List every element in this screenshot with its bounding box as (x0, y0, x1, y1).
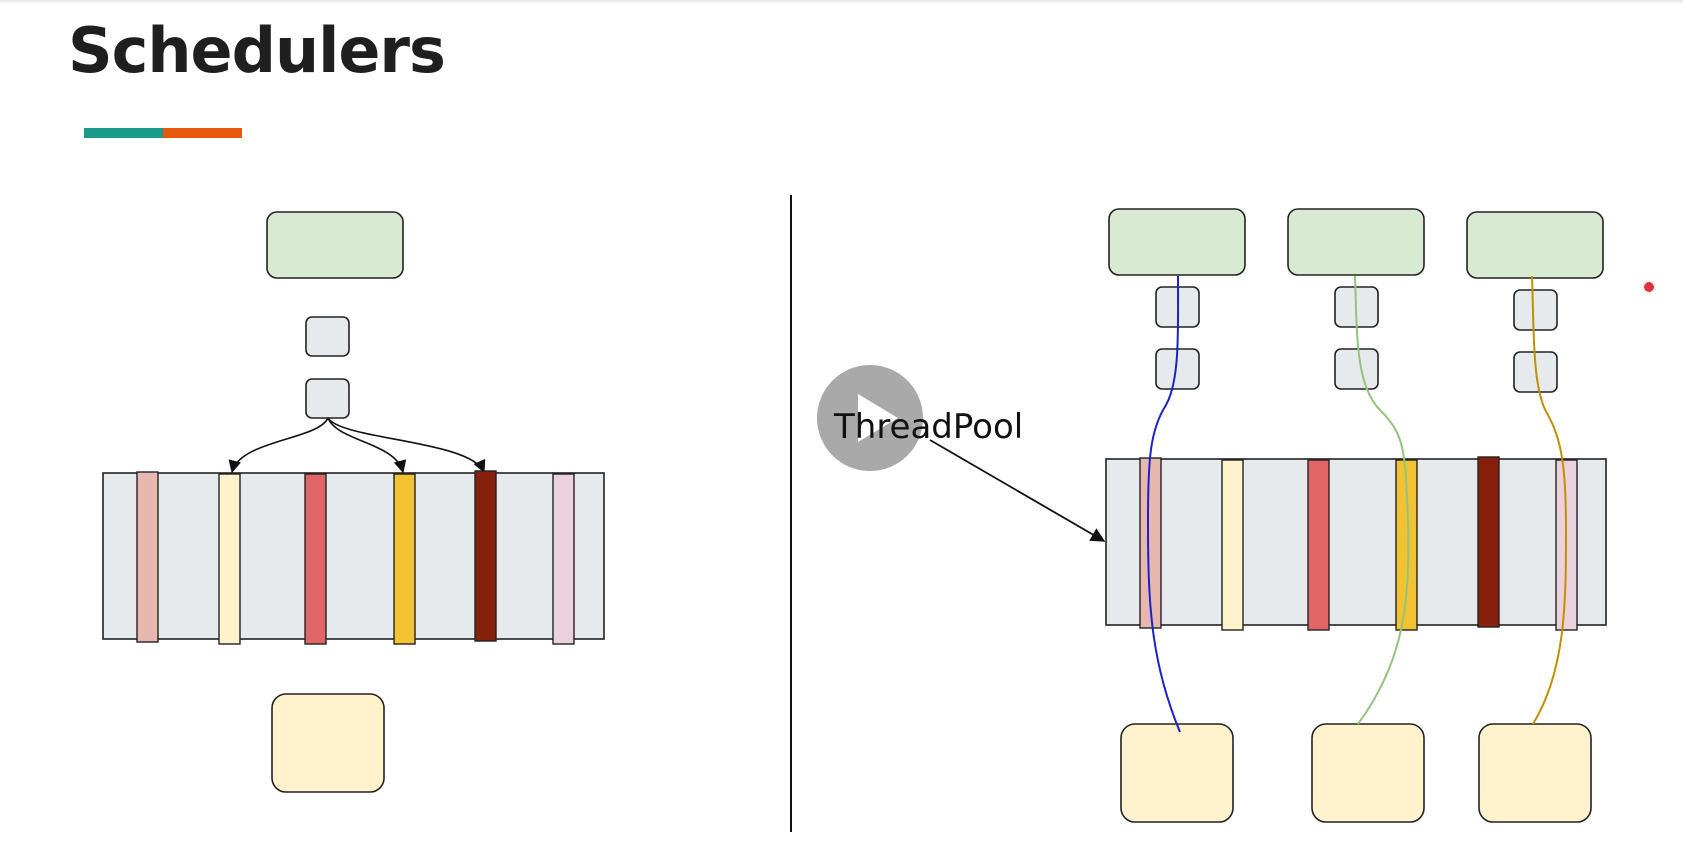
right-scheduler (929, 208, 1607, 823)
pool-thread-5 (1477, 456, 1500, 628)
left-scheduler (102, 211, 605, 793)
pool-thread-2 (1221, 459, 1244, 631)
right-process-box-2 (1287, 208, 1425, 276)
left-queue-item-1 (305, 316, 350, 357)
left-thread-4 (393, 473, 416, 645)
left-process-box (266, 211, 404, 279)
right-output-box-1 (1120, 723, 1234, 823)
left-thread-container (102, 472, 605, 640)
pool-thread-3 (1307, 459, 1330, 631)
slide-title: Schedulers (68, 14, 446, 87)
right-queue-item-3a (1513, 289, 1558, 331)
left-thread-3 (304, 473, 327, 645)
threadpool-label: ThreadPool (834, 407, 1024, 447)
flow-line-1 (1146, 275, 1181, 733)
right-process-box-1 (1108, 208, 1246, 276)
left-dispatch-arrow-1 (228, 417, 329, 474)
threadpool-arrow (929, 439, 1106, 542)
left-thread-2 (218, 473, 241, 645)
top-edge-shadow (0, 0, 1683, 4)
left-queue-item-2 (305, 378, 350, 419)
laser-pointer-dot (1644, 282, 1654, 292)
left-thread-5 (474, 470, 497, 642)
left-dispatch-arrow-2 (327, 417, 407, 474)
left-thread-1 (136, 471, 159, 643)
pool-thread-4 (1395, 459, 1418, 631)
left-output-box (271, 693, 385, 793)
right-queue-item-2b (1334, 348, 1379, 390)
right-process-box-3 (1466, 211, 1604, 279)
left-thread-6 (552, 473, 575, 645)
flow-line-2 (1354, 275, 1410, 725)
play-icon[interactable] (858, 394, 898, 442)
left-dispatch-arrow-3 (327, 417, 486, 474)
title-accent-teal (84, 128, 163, 138)
threadpool-container (1105, 458, 1607, 626)
title-accent-orange (163, 128, 242, 138)
right-output-box-3 (1478, 723, 1592, 823)
right-output-box-2 (1311, 723, 1425, 823)
video-play-button[interactable] (817, 365, 923, 471)
flow-line-3 (1531, 275, 1568, 725)
